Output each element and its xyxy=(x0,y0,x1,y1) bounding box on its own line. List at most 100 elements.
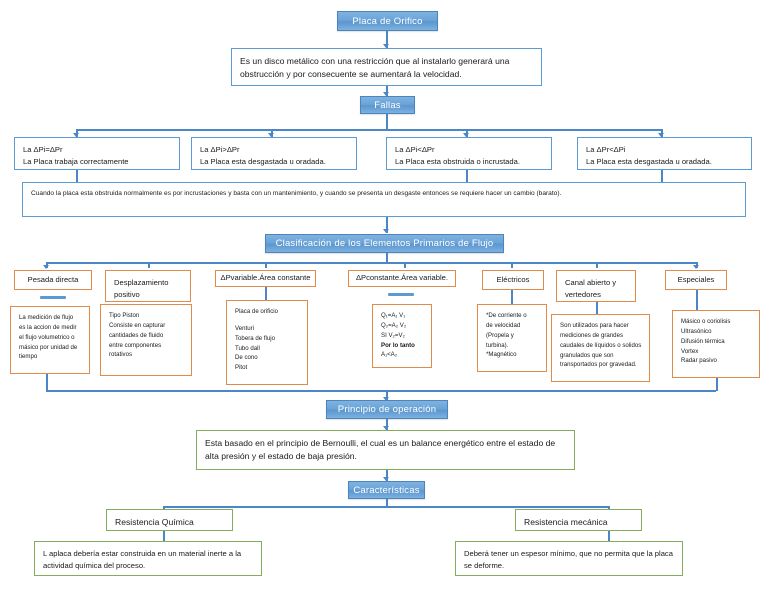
node-categoria-body-5: Son utilizados para hacer mediciones de … xyxy=(551,314,650,382)
falla-2-result: La Placa esta desgastada u oradada. xyxy=(200,157,326,167)
categoria-6-line-1: Ultrasónico xyxy=(681,327,712,335)
node-categoria-body-2: Placa de orificio Venturi Tobera de fluj… xyxy=(226,300,308,385)
categoria-2-line-4: Tubo dall xyxy=(235,344,260,352)
connector-caract-down xyxy=(386,499,388,507)
arrow-fallas-1 xyxy=(73,133,79,137)
connector-caract1-body xyxy=(608,531,610,541)
connector-clasif-down xyxy=(386,253,388,263)
categoria-5-line-1: mediciones de grandes xyxy=(560,331,624,339)
node-caracteristica-0-label[interactable]: Resistencia Química xyxy=(106,509,233,531)
connector-cat-drop-2 xyxy=(148,262,150,268)
connector-cat-drop-6 xyxy=(596,262,598,268)
node-categoria-body-0: La medición de flujo es la accion de med… xyxy=(10,306,90,374)
connector-principio-body xyxy=(386,419,388,430)
categoria-4-line-1: de velocidad xyxy=(486,321,521,329)
categoria-1-line-0: Tipo Piston xyxy=(109,312,140,319)
categoria-6-line-0: Másico o coriolisis xyxy=(681,318,731,325)
connector-principio-caract xyxy=(386,470,388,481)
node-title[interactable]: Placa de Orifico xyxy=(337,11,438,31)
node-categoria-body-3: Q₁=A₁ V₁ Q₂=A₂ V₂ SI V₂=V₂ Por lo tanto … xyxy=(372,304,432,368)
node-categoria-header-4[interactable]: Eléctricos xyxy=(482,270,544,290)
categoria-5-line-2: caudales de líquidos o solidos xyxy=(560,341,642,349)
categoria-5-label: Canal abierto y vertedores xyxy=(565,278,617,300)
connector-caract0-body xyxy=(163,531,165,541)
node-principio-header[interactable]: Principio de operación xyxy=(326,400,448,419)
caracteristicas-header-label: Características xyxy=(353,484,420,496)
categoria-0-label: Pesada directa xyxy=(27,274,79,284)
arrow-principio-body xyxy=(383,426,389,430)
node-caracteristica-1-body: Deberá tener un espesor mínimo, que no p… xyxy=(455,541,683,576)
falla-3-cond: La ΔPi<ΔPr xyxy=(395,145,435,154)
categoria-2-line-2: Venturi xyxy=(235,324,254,332)
node-falla-3: La ΔPi<ΔPr La Placa esta obstruida o inc… xyxy=(386,137,552,170)
arrow-cat-7 xyxy=(693,265,699,269)
connector-fallas-bus xyxy=(76,129,662,131)
categoria-4-line-3: turbina). xyxy=(486,341,509,349)
falla-1-cond: La ΔPi=ΔPr xyxy=(23,145,63,154)
fallas-note-text: Cuando la placa esta obstruida normalmen… xyxy=(31,190,562,197)
node-categoria-header-1[interactable]: Desplazamiento positivo xyxy=(105,270,191,302)
node-fallas-header[interactable]: Fallas xyxy=(360,96,415,114)
categoria-1-label: Desplazamiento positivo xyxy=(114,278,169,300)
node-caracteristicas-header[interactable]: Características xyxy=(348,481,425,499)
connector-cat2-body xyxy=(265,287,267,300)
connector-fallas-down xyxy=(386,114,388,130)
categoria-2-spacer xyxy=(235,317,299,324)
fallas-header-label: Fallas xyxy=(374,99,401,111)
categoria-6-line-2: Difusión térmica xyxy=(681,337,725,345)
arrow-fallas-4 xyxy=(658,133,664,137)
connector-cat-drop-3 xyxy=(265,262,267,268)
connector-principio-down xyxy=(386,390,388,400)
categoria-4-line-2: (Propela y xyxy=(486,331,514,339)
categoria-4-line-4: *Magnético xyxy=(486,351,517,359)
node-categoria-body-4: *De corriente o de velocidad (Propela y … xyxy=(477,304,547,372)
principio-body-text: Esta basado en el principio de Bernoulli… xyxy=(205,438,556,461)
connector-cat-drop-4 xyxy=(404,262,406,268)
falla-4-cond: La ΔPr<ΔPi xyxy=(586,145,626,154)
categoria-2-line-5: De cono xyxy=(235,354,258,362)
categoria-6-label: Especiales xyxy=(677,274,715,284)
categoria-6-line-3: Vortex xyxy=(681,347,699,355)
categoria-6-line-4: Radar pasivo xyxy=(681,357,717,365)
categoria-5-line-0: Son utilizados para hacer xyxy=(560,322,629,329)
caracteristica-0-body-text: L aplaca debería estar construida en un … xyxy=(43,549,242,571)
categoria-3-line-2: SI V₂=V₂ xyxy=(381,331,405,339)
node-categoria-header-3[interactable]: ΔPconstante.Área variable. xyxy=(348,270,456,287)
connector-title-intro xyxy=(386,31,388,48)
connector-cat5-body xyxy=(596,302,598,314)
falla-3-result: La Placa esta obstruida o incrustada. xyxy=(395,157,520,167)
node-categoria-header-2[interactable]: ΔPvariable.Área constante xyxy=(215,270,316,287)
arrow-title-intro xyxy=(383,44,389,48)
categoria-1-line-4: rotativos xyxy=(109,351,133,359)
principio-header-label: Principio de operación xyxy=(337,404,437,415)
categoria-2-line-0: Placa de orificio xyxy=(235,308,279,315)
node-fallas-note: Cuando la placa esta obstruida normalmen… xyxy=(22,182,746,217)
connector-falla3-note xyxy=(466,170,468,182)
arrow-caracteristicas xyxy=(383,477,389,481)
caracteristica-0-label-text: Resistencia Química xyxy=(115,517,194,527)
underline-tick-3 xyxy=(388,293,414,296)
node-principio-body: Esta basado en el principio de Bernoulli… xyxy=(196,430,575,470)
caracteristica-1-label-text: Resistencia mecánica xyxy=(524,517,608,527)
node-falla-1: La ΔPi=ΔPr La Placa trabaja correctament… xyxy=(14,137,180,170)
falla-2-cond: La ΔPi>ΔPr xyxy=(200,145,240,154)
node-categoria-header-5[interactable]: Canal abierto y vertedores xyxy=(556,270,636,302)
node-categoria-header-0[interactable]: Pesada directa xyxy=(14,270,92,290)
falla-1-result: La Placa trabaja correctamente xyxy=(23,157,129,167)
connector-principio-bus xyxy=(46,390,716,392)
arrow-note-clasif xyxy=(383,229,389,233)
categoria-2-label: ΔPvariable.Área constante xyxy=(220,273,311,283)
categoria-1-line-3: entre componentes xyxy=(109,341,162,349)
categoria-1-line-1: Consiste en capturar xyxy=(109,321,166,329)
connector-clasif-bus xyxy=(46,262,696,264)
categoria-3-line-1: Q₂=A₂ V₂ xyxy=(381,321,407,329)
node-clasificacion-header[interactable]: Clasificación de los Elementos Primarios… xyxy=(265,234,504,253)
node-caracteristica-1-label[interactable]: Resistencia mecánica xyxy=(515,509,642,531)
connector-note-clasif xyxy=(386,217,388,233)
categoria-1-line-2: cantidades de fluido xyxy=(109,331,164,339)
categoria-5-line-4: transportados por gravedad. xyxy=(560,361,637,369)
connector-cat-drop-5 xyxy=(511,262,513,268)
categoria-5-line-3: granulados que son xyxy=(560,351,614,359)
node-categoria-header-6[interactable]: Especiales xyxy=(665,270,727,290)
arrow-fallas-2 xyxy=(268,133,274,137)
